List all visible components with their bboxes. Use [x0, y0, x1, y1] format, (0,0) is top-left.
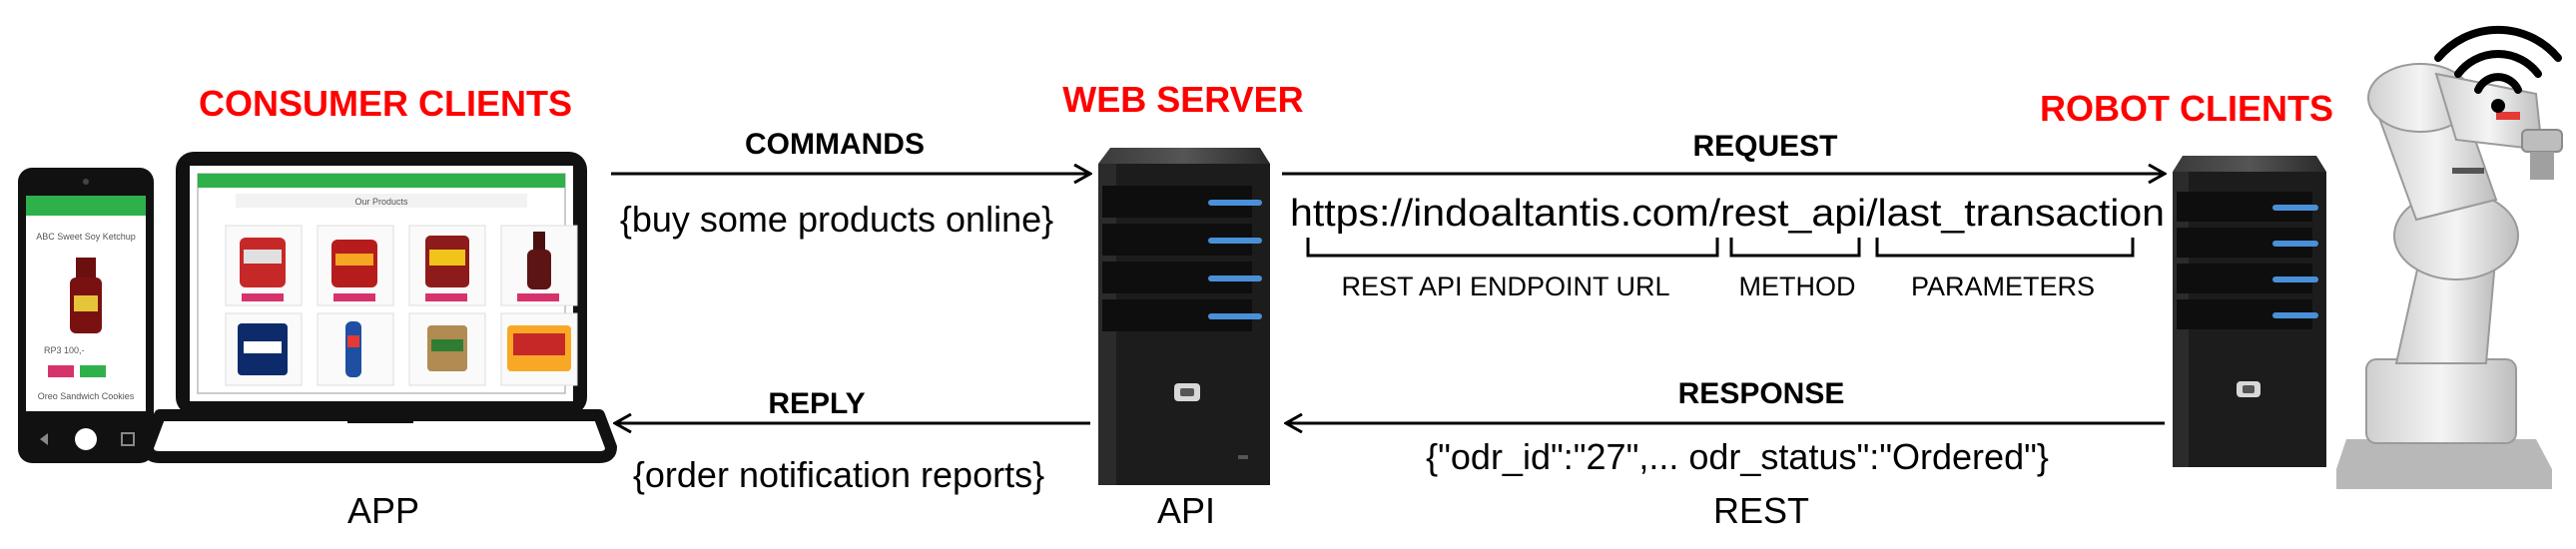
robot-arm-icon	[2336, 63, 2563, 489]
app-caption: APP	[347, 490, 419, 531]
reply-label: REPLY	[768, 387, 865, 420]
response-label: RESPONSE	[1678, 377, 1845, 410]
parameters-caption: PARAMETERS	[1911, 272, 2095, 301]
endpoint-url: https://indoaltantis.com/rest_api/last_t…	[1290, 193, 2165, 235]
commands-description: {buy some products online}	[620, 199, 1053, 240]
rest-caption: REST	[1713, 490, 1809, 531]
web-server-title: WEB SERVER	[1062, 79, 1303, 120]
reply-description: {order notification reports}	[633, 454, 1044, 495]
phone-footer-text: Oreo Sandwich Cookies	[38, 391, 135, 401]
laptop-icon: Our Products	[142, 152, 617, 463]
method-caption: METHOD	[1739, 272, 1856, 301]
web-server-icon	[1098, 148, 1270, 485]
api-caption: API	[1157, 490, 1215, 531]
robot-server-icon	[2173, 156, 2326, 467]
smartphone-icon: ABC Sweet Soy Ketchup RP3 100,- Oreo San…	[18, 168, 154, 463]
product-grid	[225, 225, 578, 386]
response-description: {"odr_id":"27",... odr_status":"Ordered"…	[1426, 436, 2049, 477]
endpoint-bracket	[1306, 238, 1719, 258]
method-bracket	[1729, 238, 1861, 258]
commands-label: COMMANDS	[745, 128, 925, 161]
laptop-screen-header: Our Products	[354, 197, 408, 207]
wifi-icon	[2434, 25, 2562, 113]
phone-product-name: ABC Sweet Soy Ketchup	[36, 232, 136, 242]
parameters-bracket	[1875, 238, 2135, 258]
endpoint-caption: REST API ENDPOINT URL	[1341, 272, 1669, 301]
request-label: REQUEST	[1692, 130, 1837, 163]
phone-price: RP3 100,-	[44, 345, 85, 355]
consumer-clients-title: CONSUMER CLIENTS	[199, 83, 572, 124]
robot-clients-title: ROBOT CLIENTS	[2040, 88, 2333, 129]
